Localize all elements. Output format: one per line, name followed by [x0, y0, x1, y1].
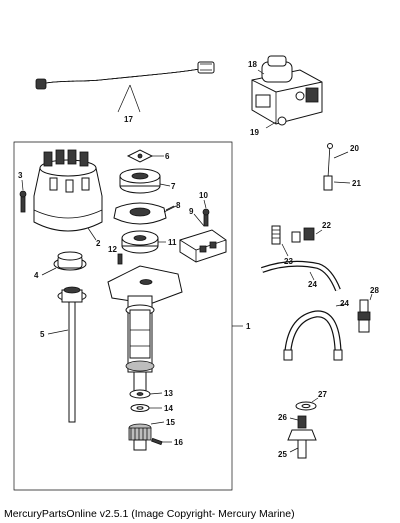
callout-20: 20	[350, 144, 359, 153]
spark-plug-boots-illustration	[260, 260, 347, 361]
ignition-coil-illustration	[251, 55, 323, 129]
callout-26: 26	[278, 413, 287, 422]
washers-illustration	[129, 389, 163, 412]
cap-screw-illustration	[19, 179, 27, 213]
callout-14: 14	[164, 404, 173, 413]
callout-4: 4	[34, 271, 39, 280]
callout-8: 8	[176, 201, 181, 210]
callout-16: 16	[174, 438, 183, 447]
callout-24-upper: 24	[308, 280, 317, 289]
callout-22: 22	[322, 221, 331, 230]
callout-18: 18	[248, 60, 257, 69]
drive-gear-illustration	[128, 421, 172, 451]
wire-harness-illustration	[35, 61, 215, 113]
rotor-illustration	[41, 251, 87, 276]
center-stack-illustration	[113, 149, 177, 225]
fitting-illustration	[287, 397, 319, 459]
callout-24-lower: 24	[340, 299, 349, 308]
callout-27: 27	[318, 390, 327, 399]
callout-7: 7	[171, 182, 176, 191]
callout-21: 21	[352, 179, 361, 188]
callout-5: 5	[40, 330, 45, 339]
callout-1: 1	[246, 322, 251, 331]
ground-wire-illustration	[323, 143, 351, 191]
callout-3: 3	[18, 171, 23, 180]
callout-28: 28	[370, 286, 379, 295]
callout-11: 11	[168, 238, 177, 247]
callout-15: 15	[166, 418, 175, 427]
callout-19: 19	[250, 128, 259, 137]
connectors-illustration	[271, 225, 323, 257]
callout-9: 9	[189, 207, 194, 216]
spark-plug-illustration	[357, 293, 373, 333]
callout-17: 17	[124, 115, 133, 124]
shaft-illustration	[47, 286, 87, 423]
callout-labels: 1 2 3 4 5 6 7 8 9 10 11 12 13 14 15 16 1…	[18, 60, 379, 459]
callout-6: 6	[165, 152, 170, 161]
distributor-cap-illustration	[33, 149, 103, 241]
callout-23: 23	[284, 257, 293, 266]
pickup-coil-illustration	[117, 230, 166, 265]
copyright-caption: MercuryPartsOnline v2.5.1 (Image Copyrig…	[4, 508, 295, 520]
callout-25: 25	[278, 450, 287, 459]
distributor-housing-illustration	[107, 265, 183, 395]
callout-2: 2	[96, 239, 101, 248]
ignition-module-illustration	[179, 199, 227, 263]
callout-13: 13	[164, 389, 173, 398]
callout-12: 12	[108, 245, 117, 254]
callout-10: 10	[199, 191, 208, 200]
